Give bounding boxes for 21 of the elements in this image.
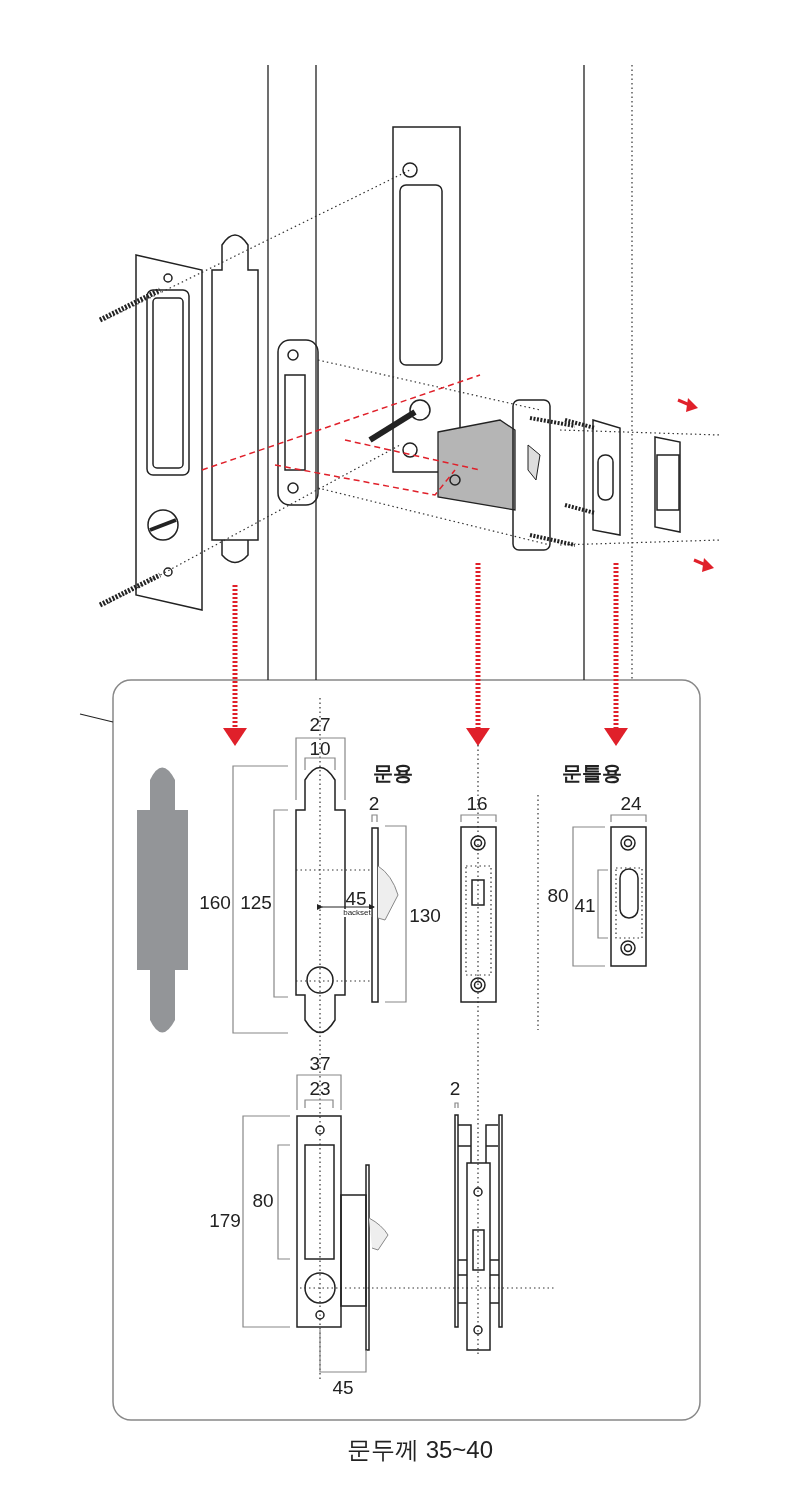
- dimension-value: 45: [345, 888, 367, 908]
- caption: 문두께 35~40: [346, 1438, 494, 1462]
- dimension-value: 37: [309, 1053, 331, 1073]
- dimension-value: 27: [309, 714, 331, 734]
- dimension-value: 2: [368, 793, 380, 813]
- dimension-value: 45: [332, 1377, 354, 1397]
- dimension-value: 80: [547, 885, 569, 905]
- dimension-value: 125: [240, 892, 272, 912]
- dimension-value: 130: [409, 905, 441, 925]
- dimension-value: 41: [574, 895, 596, 915]
- dimension-note: backset: [343, 909, 371, 917]
- heading: 문용: [373, 763, 413, 783]
- dimension-value: 10: [309, 738, 331, 758]
- dimension-value: 23: [309, 1078, 331, 1098]
- dimension-value: 80: [252, 1190, 274, 1210]
- dimension-value: 24: [620, 793, 642, 813]
- dimension-value: 179: [209, 1210, 241, 1230]
- dimension-value: 160: [199, 892, 231, 912]
- dimension-value: 16: [466, 793, 488, 813]
- heading: 문틀용: [562, 763, 622, 783]
- dimension-value: 2: [449, 1078, 461, 1098]
